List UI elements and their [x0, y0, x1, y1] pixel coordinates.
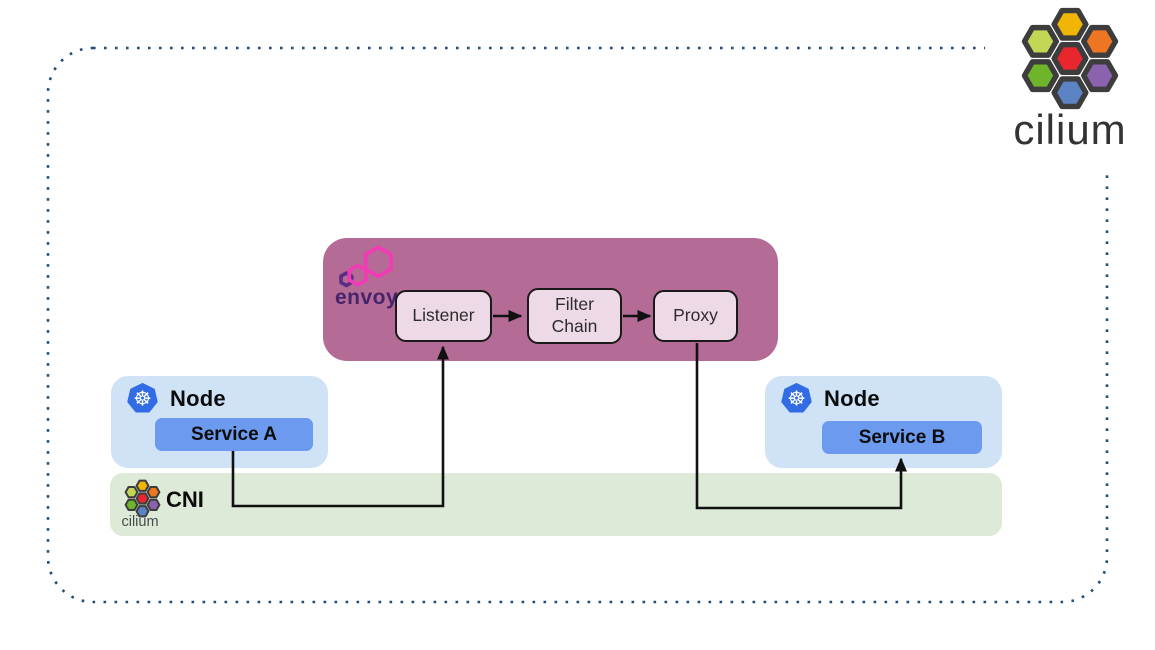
kubernetes-icon: ☸: [127, 383, 158, 413]
filter-chain-box: Filter Chain: [527, 288, 622, 344]
cilium-hexagon-flower-icon: [1020, 6, 1120, 111]
cilium-wordmark: cilium: [1013, 106, 1127, 153]
envoy-logo: envoy: [333, 242, 423, 314]
cni-strip: cilium CNI: [110, 473, 1002, 536]
node-right-label: Node: [824, 385, 880, 411]
svg-text:☸: ☸: [133, 388, 152, 411]
service-a-box: Service A: [155, 418, 313, 451]
kubernetes-icon: ☸: [781, 383, 812, 413]
cilium-cni-brand-label: cilium: [121, 514, 159, 530]
node-left-label: Node: [170, 385, 226, 411]
service-b-box: Service B: [822, 421, 982, 454]
svg-text:☸: ☸: [787, 388, 806, 411]
envoy-container: envoy Listener Filter Chain Proxy: [323, 238, 778, 361]
node-left: ☸ Node Service A: [111, 376, 328, 468]
cni-label: CNI: [166, 487, 204, 512]
envoy-brand-label: envoy: [335, 286, 399, 309]
proxy-box: Proxy: [653, 290, 738, 342]
listener-box: Listener: [395, 290, 492, 342]
cilium-cni-icon: [124, 479, 161, 518]
cilium-logo-block: cilium: [985, 0, 1155, 168]
node-right: ☸ Node Service B: [765, 376, 1002, 468]
